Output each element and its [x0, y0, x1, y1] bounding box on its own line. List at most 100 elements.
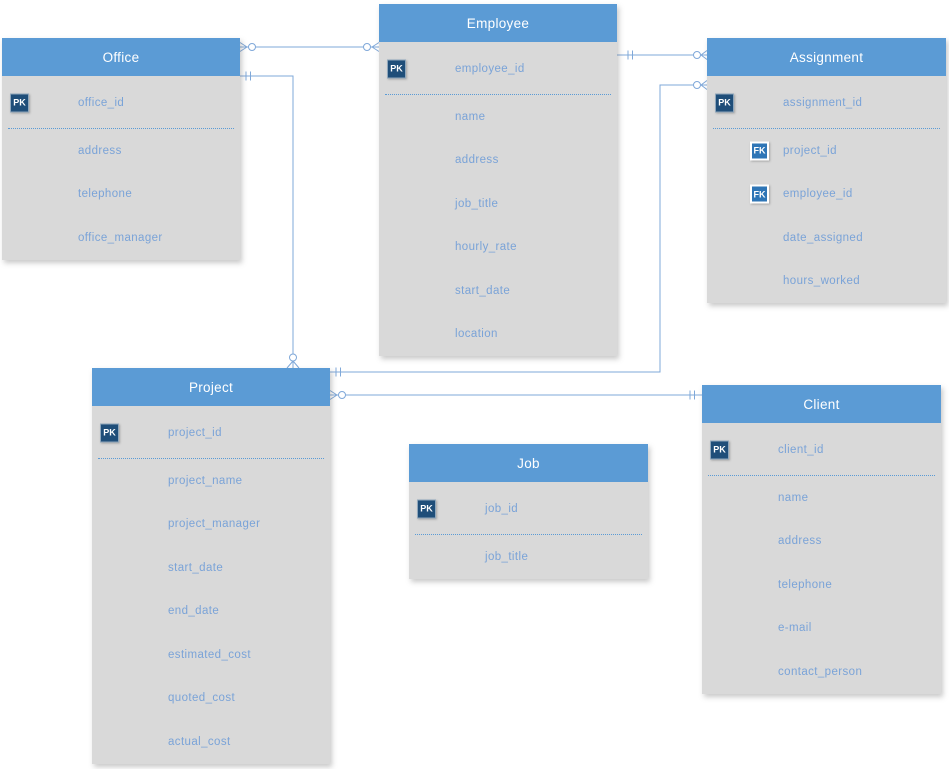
field-row-assignment-id[interactable]: PK assignment_id	[707, 76, 946, 129]
field-label: address	[455, 154, 499, 167]
field-row-project-name[interactable]: project_name	[92, 459, 330, 503]
field-row-office-manager[interactable]: office_manager	[2, 216, 240, 260]
field-row-job-title[interactable]: job_title	[379, 182, 617, 226]
field-label: assignment_id	[783, 96, 863, 109]
field-label: location	[455, 328, 498, 341]
field-row-project-id[interactable]: PK project_id	[92, 406, 330, 459]
field-row-address[interactable]: address	[702, 520, 941, 564]
one-marker-icon	[335, 367, 341, 377]
field-label: project_manager	[168, 518, 261, 531]
field-label: estimated_cost	[168, 648, 251, 661]
relationship-line[interactable]	[240, 75, 294, 354]
relationship-employee-assignment[interactable]	[617, 50, 708, 60]
field-label: telephone	[78, 188, 133, 201]
field-row-end-date[interactable]: end_date	[92, 590, 330, 634]
pk-badge: PK	[100, 423, 119, 442]
field-label: employee_id	[455, 62, 525, 75]
entity-title[interactable]: Employee	[379, 4, 617, 42]
fk-badge: FK	[750, 184, 769, 204]
field-label: employee_id	[783, 188, 853, 201]
zero-marker-icon	[248, 43, 256, 51]
field-label: start_date	[168, 561, 224, 574]
field-label: job_title	[485, 550, 529, 563]
field-row-employee-id[interactable]: FK employee_id	[707, 173, 946, 217]
field-label: office_id	[78, 96, 125, 109]
field-label: contact_person	[778, 665, 863, 678]
field-row-project-id[interactable]: FK project_id	[707, 129, 946, 173]
one-marker-icon	[627, 50, 633, 60]
field-row-project-manager[interactable]: project_manager	[92, 503, 330, 547]
field-label: actual_cost	[168, 735, 231, 748]
field-label: start_date	[455, 284, 511, 297]
field-label: date_assigned	[783, 231, 864, 244]
zero-marker-icon	[693, 51, 701, 59]
field-label: address	[778, 535, 822, 548]
pk-badge: PK	[10, 93, 29, 112]
many-marker-icon	[286, 360, 300, 369]
field-row-quoted-cost[interactable]: quoted_cost	[92, 677, 330, 721]
field-label: telephone	[778, 578, 833, 591]
field-label: quoted_cost	[168, 692, 236, 705]
relationship-project-client[interactable]	[329, 390, 702, 400]
pk-badge: PK	[387, 59, 406, 78]
relationship-office-employee[interactable]	[239, 42, 380, 52]
field-row-client-id[interactable]: PK client_id	[702, 423, 941, 476]
entity-title[interactable]: Client	[702, 385, 941, 423]
field-row-employee-id[interactable]: PK employee_id	[379, 42, 617, 95]
field-row-start-date[interactable]: start_date	[379, 269, 617, 313]
entity-title[interactable]: Assignment	[707, 38, 946, 76]
many-marker-icon	[239, 42, 248, 52]
pk-badge: PK	[710, 440, 729, 459]
field-row-hourly-rate[interactable]: hourly_rate	[379, 226, 617, 270]
relationship-office-project[interactable]	[240, 71, 300, 369]
field-row-date-assigned[interactable]: date_assigned	[707, 216, 946, 260]
field-label: name	[455, 110, 486, 123]
field-row-start-date[interactable]: start_date	[92, 546, 330, 590]
field-row-hours-worked[interactable]: hours_worked	[707, 260, 946, 304]
field-row-office-id[interactable]: PK office_id	[2, 76, 240, 129]
field-label: end_date	[168, 605, 220, 618]
field-row-name[interactable]: name	[702, 476, 941, 520]
zero-marker-icon	[693, 81, 701, 89]
many-marker-icon	[329, 390, 338, 400]
field-label: e-mail	[778, 622, 812, 635]
entity-title[interactable]: Job	[409, 444, 648, 482]
field-label: address	[78, 144, 122, 157]
field-label: hours_worked	[783, 275, 861, 288]
field-row-location[interactable]: location	[379, 313, 617, 357]
field-row-telephone[interactable]: telephone	[2, 173, 240, 217]
pk-badge: PK	[715, 93, 734, 112]
field-label: project_id	[168, 426, 222, 439]
field-row-telephone[interactable]: telephone	[702, 563, 941, 607]
field-label: job_title	[455, 197, 499, 210]
one-marker-icon	[245, 71, 251, 81]
entity-title[interactable]: Office	[2, 38, 240, 76]
field-row-address[interactable]: address	[2, 129, 240, 173]
many-marker-icon	[371, 42, 380, 52]
field-label: client_id	[778, 443, 824, 456]
field-row-estimated-cost[interactable]: estimated_cost	[92, 633, 330, 677]
field-row-address[interactable]: address	[379, 139, 617, 183]
entity-title[interactable]: Project	[92, 368, 330, 406]
field-row-name[interactable]: name	[379, 95, 617, 139]
fk-badge: FK	[750, 141, 769, 161]
field-row-job-title[interactable]: job_title	[409, 535, 648, 579]
zero-marker-icon	[289, 353, 297, 362]
field-label: job_id	[485, 502, 519, 515]
field-row-actual-cost[interactable]: actual_cost	[92, 720, 330, 764]
field-label: project_name	[168, 474, 243, 487]
field-row-e-mail[interactable]: e-mail	[702, 607, 941, 651]
zero-marker-icon	[338, 391, 346, 399]
one-marker-icon	[689, 390, 695, 400]
field-label: hourly_rate	[455, 241, 517, 254]
field-label: project_id	[783, 144, 837, 157]
field-row-contact-person[interactable]: contact_person	[702, 650, 941, 694]
